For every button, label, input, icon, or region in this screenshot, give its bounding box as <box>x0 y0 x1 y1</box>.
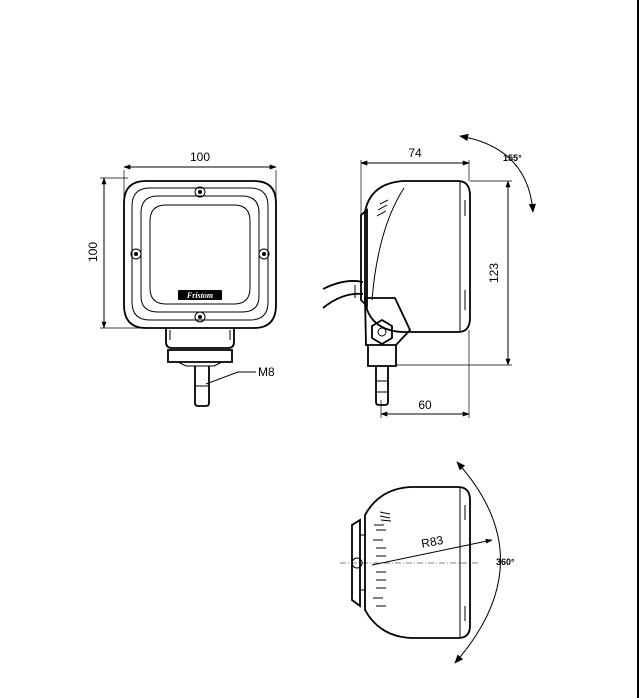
rotation-arc-arrow <box>454 461 501 664</box>
front-height-label: 100 <box>86 242 100 262</box>
page-edge-line <box>637 0 639 698</box>
cooling-fins <box>373 511 392 607</box>
thread-size-label: M8 <box>258 365 275 379</box>
lamp-housing-outline <box>123 180 277 329</box>
mount-bracket-outline <box>165 328 235 349</box>
brand-logo-text: Fristom <box>186 291 213 300</box>
mount-bolt-outline <box>194 366 210 407</box>
tilt-arc-arrow <box>459 133 536 213</box>
power-cable <box>322 280 364 290</box>
front-width-label: 100 <box>190 150 210 164</box>
tilt-angle-label: 155° <box>503 153 522 163</box>
side-bolt-outline <box>375 366 389 406</box>
side-height-label: 123 <box>487 263 501 283</box>
side-depth-label: 74 <box>408 146 422 160</box>
brand-logo: Fristom <box>178 290 222 300</box>
screw-top-icon <box>194 186 206 198</box>
side-view: 74 123 60 155° <box>322 133 536 418</box>
radius-leader-line <box>371 538 493 566</box>
hex-nut-icon <box>371 318 393 346</box>
radius-label: R83 <box>420 533 445 551</box>
screw-right-icon <box>258 248 270 260</box>
top-view: 360° R83 <box>340 461 515 664</box>
side-bracket-outline <box>364 297 412 346</box>
rotation-angle-label: 360° <box>496 557 515 567</box>
side-bracket-label: 60 <box>418 398 432 412</box>
front-view: 100 100 Fristom <box>86 150 277 407</box>
screw-bottom-icon <box>194 311 206 323</box>
screw-left-icon <box>130 248 142 260</box>
lamp-lens-outline <box>149 204 251 305</box>
top-housing-outline <box>364 486 471 639</box>
side-housing-outline <box>364 180 471 333</box>
